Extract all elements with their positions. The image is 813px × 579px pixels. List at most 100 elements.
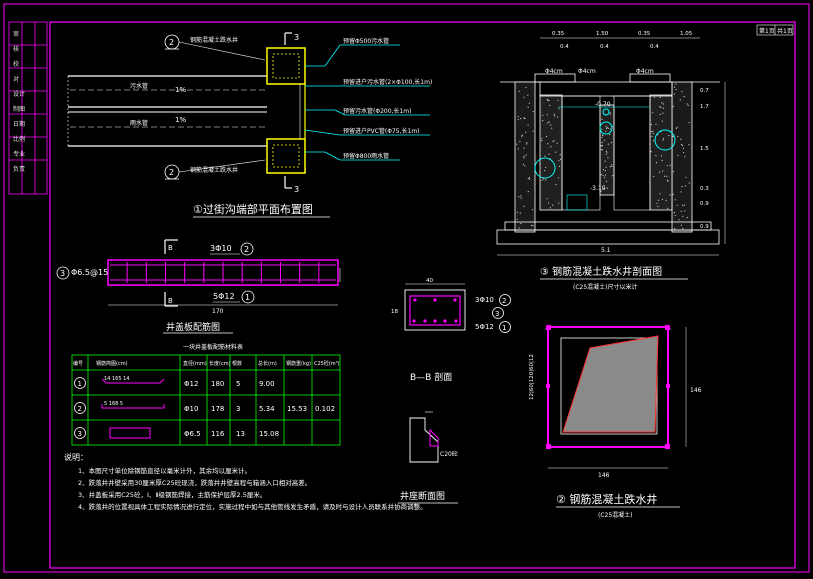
plan-section-mark-bottom: 3 bbox=[294, 185, 299, 194]
note-1: 1、本图尺寸单位除钢筋直径以毫米计外，其余均以厘米计。 bbox=[78, 466, 251, 475]
level-1: -0.70 bbox=[595, 101, 611, 108]
title-block bbox=[8, 21, 48, 195]
title-block-label: 制图 bbox=[13, 105, 25, 113]
table-header-cell: 钢筋简图(cm) bbox=[96, 360, 128, 367]
section-right-dim: 1.7 bbox=[700, 104, 709, 110]
table-cell-dia: Φ12 bbox=[184, 380, 198, 388]
pipe-label-3: Φ4cm bbox=[636, 68, 654, 75]
table-header-cell: 根数 bbox=[232, 360, 242, 367]
pipe-label-1: Φ4cm bbox=[545, 68, 563, 75]
level-2: -3.10 bbox=[590, 185, 606, 192]
seat-label: C20砼 bbox=[440, 450, 458, 458]
title-block-label: 专业 bbox=[13, 150, 25, 158]
table-header-cell: 总长(m) bbox=[258, 360, 277, 367]
plan-callout-bottom-text: 钢筋混凝土跌水井 bbox=[190, 166, 238, 174]
well-plan-left-dim: 12|60|120|60|12 bbox=[529, 354, 535, 400]
table-row-no: 1 bbox=[78, 380, 82, 388]
note-500: 预留Φ500污水管 bbox=[343, 37, 389, 45]
table-row-no: 3 bbox=[78, 430, 82, 438]
plan-pipe-bottom-label: 雨水管 bbox=[130, 119, 148, 127]
table-cell-weight: 15.53 bbox=[287, 405, 307, 413]
section-top-dim: 0.35 bbox=[552, 31, 565, 37]
table-cell-len: 180 bbox=[211, 380, 224, 388]
bb-title: B—B 剖面 bbox=[410, 371, 452, 383]
title-block-label: 对 bbox=[13, 75, 19, 83]
plan-slope-top: 1% bbox=[175, 86, 186, 94]
section-right-dim: 0.3 bbox=[700, 186, 709, 192]
plan-well-bottom bbox=[266, 138, 306, 174]
plan-view: 污水管 雨水管 1% 1% 预留Φ500污水管 预留进户污水管(2×Φ100,长… bbox=[67, 32, 432, 218]
bb-section-view: 40 18 3Φ10 2 3 5Φ12 1 B—B 剖面 bbox=[391, 278, 511, 383]
sheet-no: 第1页 bbox=[759, 27, 775, 35]
well-plan-subtitle: (C25混凝土) bbox=[598, 511, 633, 519]
rebar-circle-3: 3 bbox=[60, 269, 65, 278]
table-row-no: 2 bbox=[78, 405, 82, 413]
table-cell-total: 5.34 bbox=[259, 405, 275, 413]
table-cell-count: 13 bbox=[236, 430, 245, 438]
rebar-top-label: 3Φ10 bbox=[210, 244, 232, 253]
sheet-total: 共1页 bbox=[777, 27, 793, 35]
table-cell-total: 15.08 bbox=[259, 430, 279, 438]
rebar-mid-label: Φ6.5@15 bbox=[71, 268, 108, 277]
section-top-dim: 1.50 bbox=[596, 31, 609, 37]
table-header-cell: C25砼(m³) bbox=[314, 360, 340, 367]
section-top2-dim: 0.4 bbox=[600, 44, 609, 50]
section-right-dim: 0.9 bbox=[700, 224, 709, 230]
well-plan-bottom-dim: 146 bbox=[598, 472, 610, 479]
plan-callout-top-text: 钢筋混凝土跌水井 bbox=[190, 36, 238, 44]
sheet-number-box: 第1页 共1页 bbox=[756, 24, 794, 36]
notes-heading: 说明： bbox=[64, 452, 88, 462]
note-3: 3、井盖板采用C25砼，Ⅰ、Ⅱ级钢筋焊接，主筋保护层厚2.5厘米。 bbox=[78, 490, 266, 499]
inner-frame bbox=[49, 21, 796, 569]
table-title: 一块井盖板配筋材料表 bbox=[183, 343, 243, 351]
title-block-label: 设计 bbox=[13, 90, 25, 98]
bb-c2: 2 bbox=[502, 297, 506, 305]
outer-frame bbox=[3, 3, 810, 573]
section-subtitle: (C25混凝土)尺寸以米计 bbox=[573, 283, 638, 291]
section-width: 5.1 bbox=[601, 247, 611, 254]
section-top-dim: 1.05 bbox=[680, 31, 693, 37]
note-pvc: 预留进户PVC管(Φ75,长1m) bbox=[343, 127, 420, 135]
rebar-sec-b-top: B bbox=[168, 244, 173, 252]
seat-title: 井座断面图 bbox=[400, 490, 445, 502]
bb-c1: 1 bbox=[502, 324, 506, 332]
table-header-cell: 钢筋重(kg) bbox=[286, 360, 311, 367]
table-cell-concrete: 0.102 bbox=[315, 405, 335, 413]
bb-bottom-label: 5Φ12 bbox=[475, 323, 494, 331]
note-4: 4、跌落井的位置视具体工程实际情况进行定位，实施过程中如与其他管线发生矛盾，请及… bbox=[78, 502, 427, 511]
note-200: 预留污水管(Φ200,长1m) bbox=[343, 107, 411, 115]
section-top2-dim: 0.4 bbox=[650, 44, 659, 50]
bb-c3: 3 bbox=[495, 310, 499, 318]
rebar-sec-b-bottom: B bbox=[168, 297, 173, 305]
section-right-dim: 0.7 bbox=[700, 88, 709, 94]
title-block-label: 负责 bbox=[13, 165, 25, 173]
table-header-cell: 直径(mm) bbox=[183, 360, 207, 367]
well-plan-title: ② 钢筋混凝土跌水井 bbox=[556, 492, 657, 506]
title-block-label: 审 bbox=[13, 30, 19, 38]
plan-section-mark-top: 3 bbox=[294, 33, 299, 42]
rebar-bottom-label: 5Φ12 bbox=[213, 292, 235, 301]
title-block-label: 比例 bbox=[13, 135, 25, 143]
well-plan-right-dim: 146 bbox=[690, 387, 702, 394]
plan-callout-2-bottom-num: 2 bbox=[169, 168, 174, 177]
note-2: 2、跌落井井壁采用30厘米厚C25砼现浇，跌落井井壁高程与箱涵入口相对高差。 bbox=[78, 478, 311, 487]
table-header-cell: 长度(cm) bbox=[209, 360, 231, 367]
table-row-shape: 14 165 14 bbox=[104, 376, 129, 382]
pipe-label-2: Φ4cm bbox=[578, 68, 596, 75]
note-100: 预留进户污水管(2×Φ100,长1m) bbox=[343, 78, 432, 86]
bb-width: 40 bbox=[426, 278, 433, 284]
table-row-shape: 5 168 5 bbox=[104, 401, 123, 407]
section-top-dim: 0.35 bbox=[638, 31, 651, 37]
table-cell-len: 116 bbox=[211, 430, 225, 438]
note-800: 预留Φ800雨水管 bbox=[343, 152, 389, 160]
table-cell-dia: Φ6.5 bbox=[184, 430, 201, 438]
rebar-length: 170 bbox=[212, 308, 224, 315]
bb-top-label: 3Φ10 bbox=[475, 296, 494, 304]
title-block-label: 核 bbox=[13, 45, 19, 53]
bb-height: 18 bbox=[391, 309, 398, 315]
section-top2-dim: 0.4 bbox=[560, 44, 569, 50]
well-plan-view: 146 146 12|60|120|60|12 ② 钢筋混凝土跌水井 (C25混… bbox=[529, 325, 702, 519]
plan-pipe-top-label: 污水管 bbox=[130, 82, 148, 90]
